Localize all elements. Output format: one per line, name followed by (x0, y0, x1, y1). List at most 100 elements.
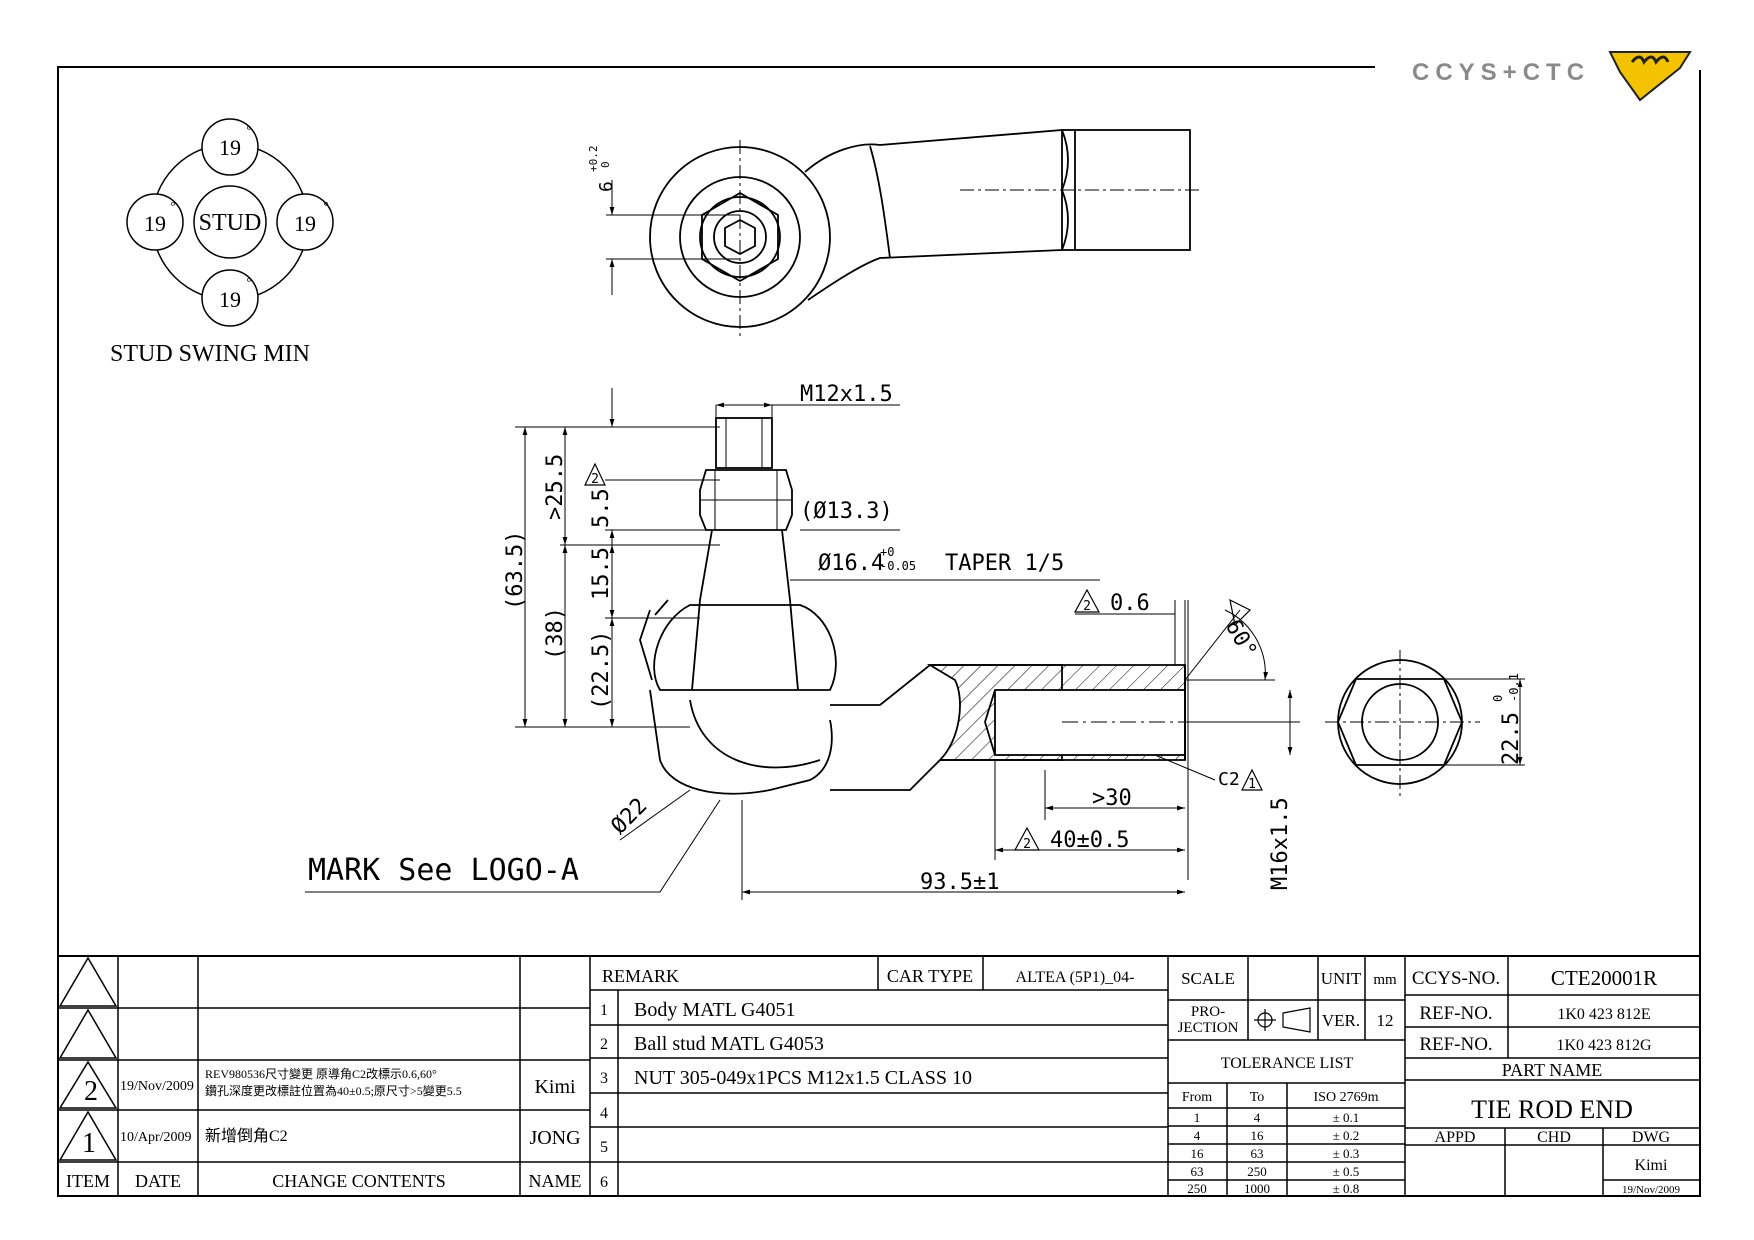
dim-93-5: 93.5±1 (920, 870, 999, 895)
rev-row-4-name: JONG (529, 1127, 580, 1149)
rev-row-3-name: Kimi (534, 1076, 576, 1098)
tol-header-from: From (1182, 1090, 1212, 1105)
rev-row-3-content: REV980536尺寸變更 原導角C2改標示0.6,60° (205, 1066, 437, 1081)
dim-hex: 22.5 (1499, 712, 1524, 765)
swing-caption: STUD SWING MIN (110, 341, 310, 367)
unit-value: mm (1373, 972, 1397, 988)
chd-label: CHD (1537, 1129, 1571, 1146)
eye-height-dim: 6 (596, 181, 617, 192)
mark-logo-note: MARK See LOGO-A (308, 853, 579, 888)
dim-0-6: 0.6 (1110, 591, 1150, 616)
remark-1-no: 1 (600, 1002, 608, 1019)
remark-3-text: NUT 305-049x1PCS M12x1.5 CLASS 10 (634, 1067, 972, 1089)
ver-value: 12 (1377, 1011, 1394, 1030)
tol-header-iso: ISO 2769m (1314, 1090, 1379, 1105)
ref-no-value-2: 1K0 423 812G (1556, 1037, 1652, 1054)
logo-text: CCYS+CTC (1412, 59, 1590, 86)
tol-r2-to: 16 (1251, 1128, 1265, 1143)
dim-30: >30 (1092, 786, 1132, 811)
remark-2-text: Ball stud MATL G4053 (634, 1033, 824, 1055)
swing-bottom-degree: ° (246, 274, 251, 289)
rev-header-content: CHANGE CONTENTS (272, 1171, 446, 1191)
ver-label: VER. (1322, 1011, 1360, 1030)
tol-r2-from: 4 (1194, 1128, 1201, 1143)
dim-body-dia: Ø22 (607, 793, 653, 839)
stud-swing-diagram (126, 118, 334, 327)
dim-stud-length: >25.5 (543, 454, 568, 520)
tol-r1-from: 1 (1194, 1110, 1201, 1125)
rev-mark-0-6: 2 (1083, 599, 1091, 614)
rev-header-date: DATE (135, 1171, 181, 1191)
tol-header-to: To (1250, 1090, 1265, 1105)
dim-angle: 60° (1220, 616, 1262, 663)
logo-mark-icon (1608, 51, 1692, 102)
swing-top-value: 19 (219, 135, 241, 160)
tol-r3-val: ± 0.3 (1333, 1146, 1360, 1161)
sheet-frame (57, 66, 1701, 1197)
tol-r5-to: 1000 (1244, 1181, 1270, 1196)
projection-label-2: JECTION (1178, 1020, 1239, 1036)
dim-hex-tol-lower: -0.1 (1507, 673, 1521, 702)
tol-r4-to: 250 (1247, 1164, 1267, 1179)
dim-hex-tol-upper: 0 (1491, 695, 1505, 702)
dim-thread: M12x1.5 (800, 382, 893, 407)
remark-2-no: 2 (600, 1036, 608, 1053)
dim-thread-end: M16x1.5 (1268, 797, 1293, 890)
side-view (305, 388, 1300, 900)
ref-no-label-2: REF-NO. (1419, 1034, 1492, 1055)
dim-38: (38) (543, 607, 568, 660)
title-block-grid (58, 955, 1700, 1196)
dim-15-5: 15.5 (589, 547, 614, 600)
dim-taper-text: TAPER 1/5 (945, 551, 1064, 576)
rev-row-3-content2: 鑽孔深度更改標註位置為40±0.5;原尺寸>5變更5.5 (205, 1083, 462, 1098)
rev-mark-c2: 1 (1248, 777, 1256, 792)
remark-5-no: 5 (600, 1139, 608, 1156)
remark-6-no: 6 (600, 1174, 608, 1191)
car-type-label: CAR TYPE (887, 966, 973, 986)
eye-tol-upper: +0.2 (587, 146, 600, 173)
rev-mark-side-2: 2 (591, 472, 599, 487)
appd-label: APPD (1435, 1129, 1476, 1146)
scale-label: SCALE (1181, 969, 1235, 988)
top-view (606, 129, 1200, 338)
ccys-no-value: CTE20001R (1551, 966, 1657, 990)
projection-label-1: PRO- (1191, 1004, 1225, 1020)
tolerance-title: TOLERANCE LIST (1221, 1055, 1354, 1072)
unit-label: UNIT (1321, 969, 1362, 988)
swing-right-degree: ° (323, 198, 328, 213)
remark-label: REMARK (602, 966, 679, 986)
eye-tol-lower: 0 (599, 161, 612, 168)
hex-end-view (1325, 650, 1525, 800)
swing-bottom-value: 19 (219, 287, 241, 312)
dim-taper-tol-lower: -0.05 (880, 559, 916, 573)
rev-row-3-item: 2 (84, 1076, 98, 1107)
tol-r3-to: 63 (1251, 1146, 1264, 1161)
remark-1-text: Body MATL G4051 (634, 999, 795, 1021)
rev-row-4-content: 新增倒角C2 (205, 1127, 288, 1145)
remark-3-no: 3 (600, 1070, 608, 1087)
swing-top-degree: ° (246, 122, 251, 137)
ccys-no-label: CCYS-NO. (1412, 968, 1500, 989)
dim-overall-height: (63.5) (503, 531, 528, 610)
dim-22-5: (22.5) (589, 631, 614, 710)
drawer-name: Kimi (1635, 1157, 1668, 1174)
tol-r5-from: 250 (1187, 1181, 1207, 1196)
swing-left-value: 19 (144, 211, 166, 236)
projection-symbol-icon (1254, 1007, 1311, 1033)
rev-row-4-date: 10/Apr/2009 (120, 1130, 192, 1145)
rev-row-4-item: 1 (82, 1128, 96, 1159)
rev-header-name: NAME (529, 1171, 582, 1191)
tol-r5-val: ± 0.8 (1333, 1181, 1360, 1196)
tol-r4-from: 63 (1191, 1164, 1204, 1179)
dim-nut-dia: (Ø13.3) (800, 499, 893, 524)
dim-5-5: 5.5 (589, 488, 614, 528)
car-type-value: ALTEA (5P1)_04- (1016, 969, 1135, 986)
revision-marks (584, 462, 1263, 851)
dim-chamfer: C2 (1218, 769, 1240, 790)
swing-left-degree: ° (170, 198, 175, 213)
rev-row-3-date: 19/Nov/2009 (120, 1079, 194, 1094)
dim-40: 40±0.5 (1050, 828, 1129, 853)
dim-taper-tol-upper: +0 (880, 545, 894, 559)
tol-r1-to: 4 (1254, 1110, 1261, 1125)
